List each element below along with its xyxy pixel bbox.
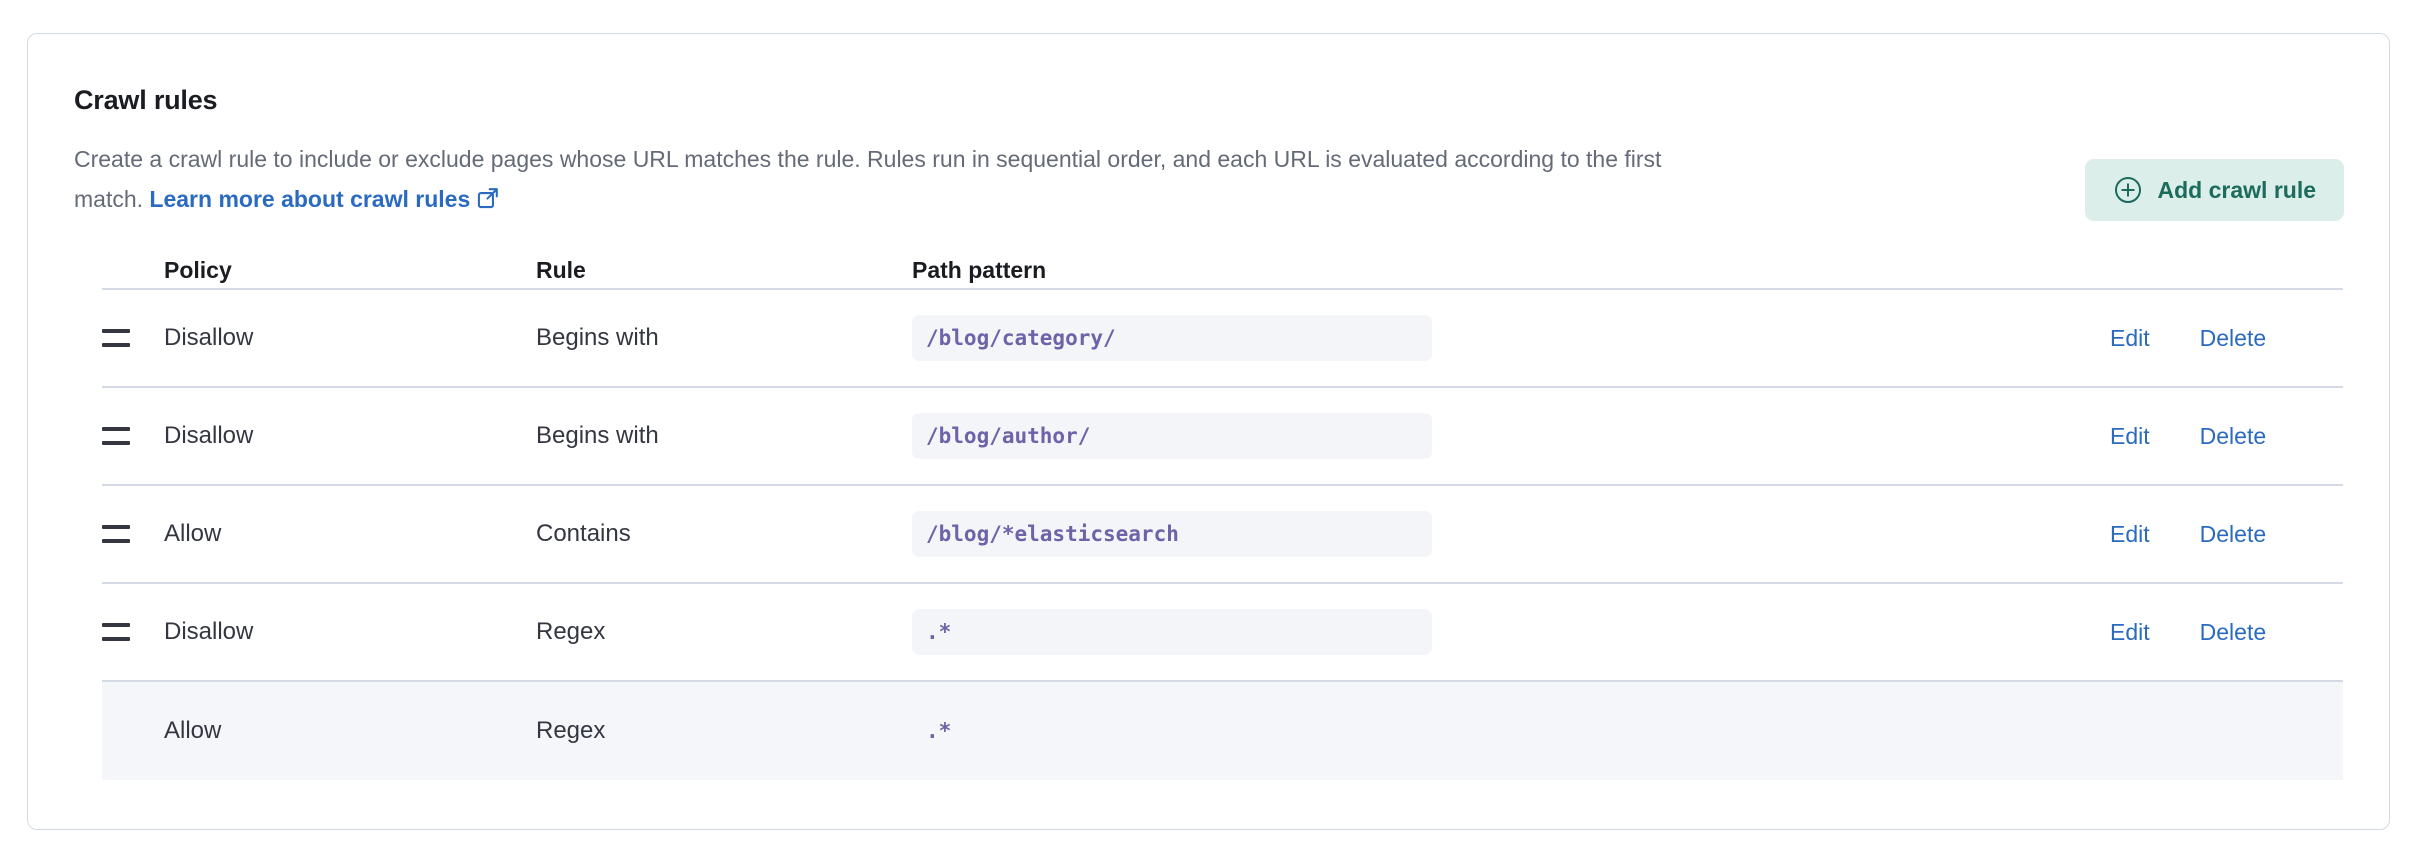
table-header-row: Policy Rule Path pattern xyxy=(102,244,2343,290)
cell-path-pattern: /blog/author/ xyxy=(912,412,2018,460)
drag-handle-icon[interactable] xyxy=(102,623,130,641)
path-pattern-value: /blog/author/ xyxy=(912,412,1432,460)
edit-link[interactable]: Edit xyxy=(2110,618,2150,645)
add-crawl-rule-button[interactable]: Add crawl rule xyxy=(2084,159,2344,221)
row-handle-cell xyxy=(102,525,164,543)
panel-description: Create a crawl rule to include or exclud… xyxy=(74,139,1734,221)
cell-path-pattern: /blog/*elasticsearch xyxy=(912,510,2018,558)
cell-policy: Disallow xyxy=(164,422,254,449)
row-handle-cell xyxy=(102,623,164,641)
row-handle-cell xyxy=(102,329,164,347)
cell-policy: Disallow xyxy=(164,618,254,645)
external-link-icon xyxy=(477,181,499,221)
column-header-policy: Policy xyxy=(164,257,232,283)
cell-path-pattern: .* xyxy=(912,708,2018,754)
table-row: Allow Regex .* xyxy=(102,682,2343,780)
row-handle-cell xyxy=(102,427,164,445)
drag-handle-icon[interactable] xyxy=(102,427,130,445)
table-row: Allow Contains/blog/*elasticsearch Edit Del… xyxy=(102,486,2343,584)
cell-actions: Edit Delete xyxy=(2018,619,2343,646)
edit-link[interactable]: Edit xyxy=(2110,324,2150,351)
cell-actions: Edit Delete xyxy=(2018,325,2343,352)
add-crawl-rule-label: Add crawl rule xyxy=(2157,176,2316,203)
cell-policy: Allow xyxy=(164,717,222,744)
cell-rule: Begins with xyxy=(536,422,659,449)
column-header-path-pattern: Path pattern xyxy=(912,257,1047,283)
cell-policy: Disallow xyxy=(164,324,254,351)
drag-handle-icon[interactable] xyxy=(102,525,130,543)
path-pattern-value: .* xyxy=(926,718,952,743)
table-row: Disallow Begins with/blog/author/Edit Dele… xyxy=(102,388,2343,486)
cell-path-pattern: /blog/category/ xyxy=(912,314,2018,362)
path-pattern-value: /blog/category/ xyxy=(912,314,1432,362)
path-pattern-value: .* xyxy=(912,608,1432,656)
cell-rule: Contains xyxy=(536,520,631,547)
learn-more-link[interactable]: Learn more about crawl rules xyxy=(149,186,471,213)
cell-rule: Regex xyxy=(536,717,606,744)
table-row: Disallow Regex .* Edit Delete xyxy=(102,584,2343,682)
delete-link[interactable]: Delete xyxy=(2199,324,2267,351)
cell-rule: Begins with xyxy=(536,324,659,351)
path-pattern-value: /blog/*elasticsearch xyxy=(912,510,1432,558)
column-header-rule: Rule xyxy=(536,257,586,283)
delete-link[interactable]: Delete xyxy=(2199,520,2267,547)
table-row: Disallow Begins with/blog/category/Edit De… xyxy=(102,290,2343,388)
plus-circle-icon xyxy=(2113,175,2143,205)
description-text: Create a crawl rule to include or exclud… xyxy=(74,146,1662,213)
cell-rule: Regex xyxy=(536,618,606,645)
cell-actions: Edit Delete xyxy=(2018,521,2343,548)
cell-actions: Edit Delete xyxy=(2018,423,2343,450)
drag-handle-icon[interactable] xyxy=(102,329,130,347)
page-title: Crawl rules xyxy=(74,85,218,115)
crawl-rules-panel: Crawl rules Create a crawl rule to inclu… xyxy=(27,33,2390,830)
edit-link[interactable]: Edit xyxy=(2110,520,2150,547)
edit-link[interactable]: Edit xyxy=(2110,422,2150,449)
panel-header: Crawl rules Create a crawl rule to inclu… xyxy=(28,34,2389,244)
cell-path-pattern: .* xyxy=(912,608,2018,656)
delete-link[interactable]: Delete xyxy=(2199,618,2267,645)
cell-policy: Allow xyxy=(164,520,222,547)
delete-link[interactable]: Delete xyxy=(2199,422,2267,449)
